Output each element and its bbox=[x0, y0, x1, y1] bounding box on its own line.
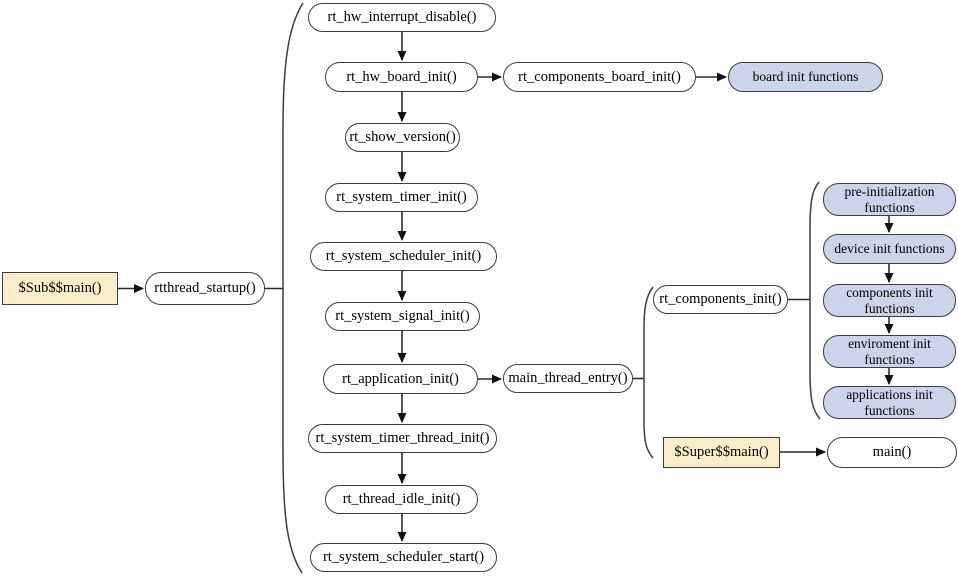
node-rt-system-timer-init: rt_system_timer_init() bbox=[325, 183, 478, 212]
startup-sequence-brace bbox=[282, 2, 304, 574]
node-rt-system-scheduler-init: rt_system_scheduler_init() bbox=[310, 242, 497, 271]
node-pre-initialization-functions: pre-initialization functions bbox=[823, 183, 956, 216]
node-rt-application-init: rt_application_init() bbox=[323, 364, 478, 394]
node-rt-components-board-init: rt_components_board_init() bbox=[503, 62, 696, 92]
node-main: main() bbox=[827, 437, 957, 468]
node-enviroment-init-functions: enviroment init functions bbox=[823, 335, 956, 368]
node-rt-hw-interrupt-disable: rt_hw_interrupt_disable() bbox=[308, 3, 496, 32]
node-super-main: $Super$$main() bbox=[663, 437, 780, 468]
node-rtthread-startup: rtthread_startup() bbox=[145, 272, 265, 305]
node-board-init-functions: board init functions bbox=[728, 62, 883, 92]
main-thread-brace bbox=[643, 286, 654, 459]
node-device-init-functions: device init functions bbox=[823, 234, 956, 264]
node-rt-thread-idle-init: rt_thread_idle_init() bbox=[325, 485, 478, 514]
components-init-brace bbox=[809, 181, 821, 420]
node-main-thread-entry: main_thread_entry() bbox=[503, 364, 633, 393]
node-rt-system-timer-thread-init: rt_system_timer_thread_init() bbox=[308, 424, 497, 453]
node-rt-show-version: rt_show_version() bbox=[345, 123, 460, 152]
node-applications-init-functions: applications init functions bbox=[823, 386, 956, 419]
node-rt-system-signal-init: rt_system_signal_init() bbox=[325, 302, 480, 331]
node-rt-system-scheduler-start: rt_system_scheduler_start() bbox=[310, 543, 497, 572]
node-rt-hw-board-init: rt_hw_board_init() bbox=[325, 62, 478, 92]
node-rt-components-init: rt_components_init() bbox=[653, 285, 788, 314]
node-sub-main: $Sub$$main() bbox=[2, 272, 118, 305]
node-components-init-functions: components init functions bbox=[823, 284, 956, 317]
